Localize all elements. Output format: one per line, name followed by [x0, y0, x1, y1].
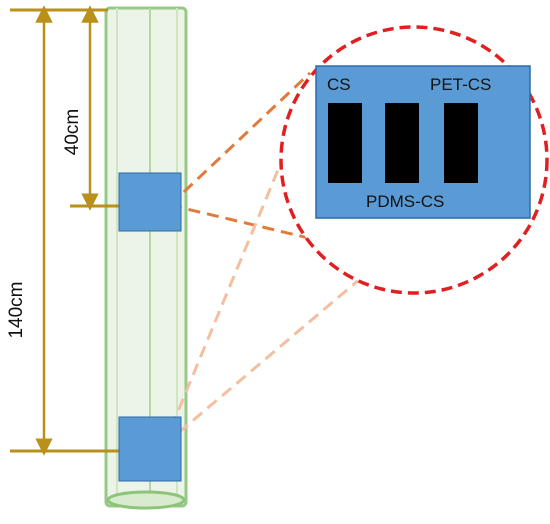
upper-depth-label: 40cm	[62, 109, 83, 155]
pet-cs-sample-strip	[444, 103, 478, 183]
cs-sample-strip	[328, 103, 362, 183]
pdms-cs-sample-strip	[385, 103, 419, 183]
lower-connector-bottom	[163, 260, 381, 447]
tube	[104, 6, 188, 510]
tube-bottom	[106, 490, 186, 510]
zoom-callout: CS PET-CS PDMS-CS	[279, 25, 549, 295]
lower-depth-label: 140cm	[6, 281, 27, 338]
lower-sample-box	[118, 416, 182, 482]
upper-sample-box	[118, 172, 182, 232]
dimension-lines: 40cm 140cm	[6, 5, 120, 456]
pet-cs-label: PET-CS	[430, 75, 491, 94]
lower-connector-top	[162, 87, 314, 446]
cs-label: CS	[327, 75, 351, 94]
pdms-cs-label: PDMS-CS	[366, 192, 444, 211]
upper-connector-top	[168, 71, 312, 207]
